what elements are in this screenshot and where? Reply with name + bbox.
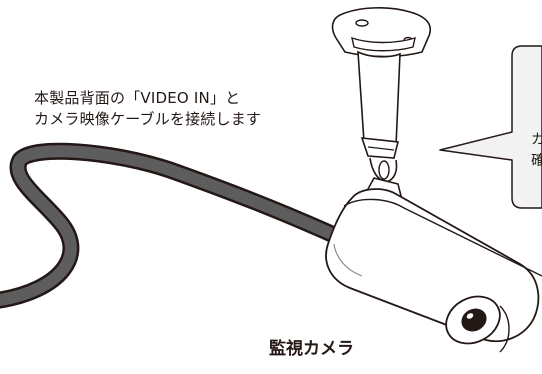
callout-line-2: 確 [531,153,542,169]
camera-lens [445,295,510,353]
video-cable [0,142,354,309]
speech-bubble [439,45,542,209]
connection-caption: 本製品背面の「VIDEO IN」と カメラ映像ケーブルを接続します [34,88,261,130]
surveillance-camera-body [325,188,542,342]
camera-label: 監視カメラ [269,339,354,359]
caption-line-1: 本製品背面の「VIDEO IN」と [34,89,241,107]
callout-line-1: カ [531,132,542,148]
camera-ceiling-mount [331,7,432,58]
camera-bracket-arm [357,50,401,159]
caption-line-2: カメラ映像ケーブルを接続します [34,110,262,128]
